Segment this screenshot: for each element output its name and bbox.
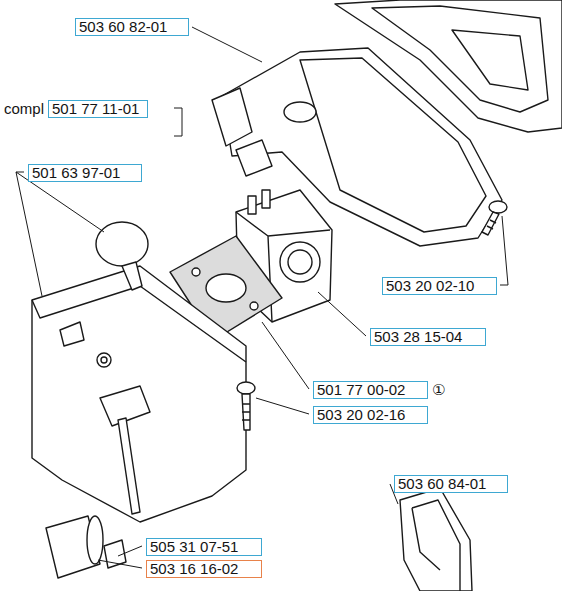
screw-thread2 (242, 404, 250, 420)
part-number: 503 20 02-10 (382, 277, 497, 295)
part-number: 503 20 02-16 (313, 406, 428, 424)
part-number-label: 503 60 84-01 (394, 475, 508, 493)
primer-bulb (96, 222, 148, 266)
part-number-label: 503 60 82-01 (75, 18, 189, 36)
leader-line (98, 560, 142, 568)
holder-bore (284, 102, 316, 122)
holder-tab2 (236, 140, 272, 176)
intake-edge (32, 286, 246, 362)
part-number-label: 503 28 15-04 (370, 328, 486, 346)
part-number: 501 77 11-01 (48, 100, 148, 118)
bracket-inner (412, 500, 460, 591)
carb-screw-a (248, 196, 256, 214)
screw-head2 (237, 382, 255, 394)
part-number: 503 16 16-02 (146, 560, 262, 578)
intake-plate (32, 266, 246, 522)
part-number: 503 60 82-01 (75, 18, 189, 36)
part-note: compl (3, 101, 45, 117)
screw-head (489, 201, 507, 213)
plate-hole (97, 353, 111, 367)
leader-line (192, 27, 262, 62)
primer-stem (122, 262, 142, 290)
part-number-label: 501 77 00-02① (313, 381, 446, 399)
part-number: 501 77 00-02 (313, 381, 428, 399)
leader-line (262, 322, 309, 389)
part-note: ① (431, 382, 446, 398)
part-number-label: 503 20 02-16 (313, 406, 428, 424)
part-number: 503 60 84-01 (394, 475, 508, 493)
part-number: 505 31 07-51 (146, 538, 262, 556)
holder-rim (300, 58, 486, 232)
leader-line (256, 398, 309, 414)
gasket-hole-a (192, 268, 200, 276)
carb-bore-in (288, 250, 312, 274)
part-number-label: 503 20 02-10 (382, 277, 497, 295)
gasket-hole-b (250, 302, 258, 310)
leader-line (118, 546, 142, 556)
part-number-label: 501 63 97-01 (28, 164, 142, 182)
screw-shank (482, 212, 499, 235)
part-number-label: 505 31 07-51 (146, 538, 262, 556)
leader-line (500, 216, 508, 285)
part-number: 503 28 15-04 (370, 328, 486, 346)
gasket-hole (206, 274, 246, 302)
screw-shank2 (242, 394, 250, 430)
plate-hole-in (101, 357, 107, 363)
leader-line (16, 172, 42, 296)
carb-screw-b (262, 190, 270, 208)
screw-thread (487, 220, 496, 229)
knob-face (87, 516, 103, 564)
holder-tab (212, 88, 252, 146)
part-number: 501 63 97-01 (28, 164, 142, 182)
plate-notch (60, 322, 84, 346)
leader-line (318, 292, 366, 336)
bracket-part (400, 488, 472, 591)
carb-bore (280, 242, 320, 282)
part-number-label: 503 16 16-02 (146, 560, 262, 578)
part-number-label: compl501 77 11-01 (3, 100, 148, 118)
choke-rod (118, 418, 140, 514)
group-bracket (174, 108, 182, 136)
